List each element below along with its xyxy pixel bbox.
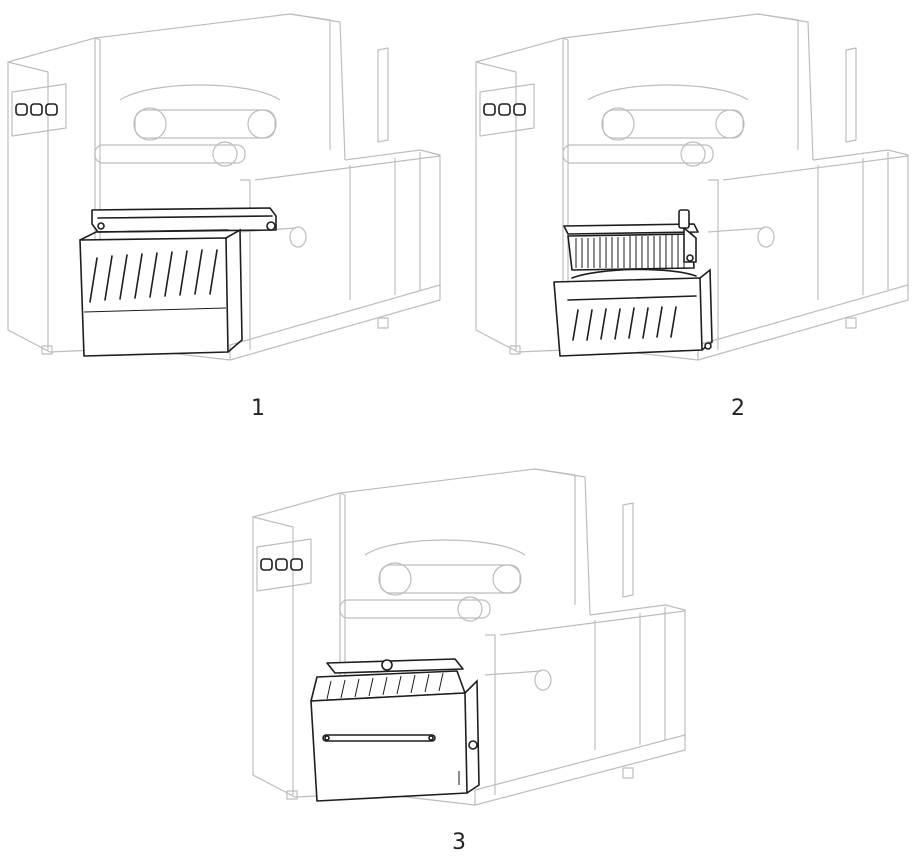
peel-option-highlight <box>79 207 277 357</box>
printer-illustration-1 <box>0 0 450 370</box>
callout-2: 2 <box>731 396 745 421</box>
callout-3: 3 <box>452 830 466 855</box>
printer-body-ghost <box>475 13 909 361</box>
callout-1: 1 <box>251 396 265 421</box>
printer-illustration-3 <box>245 455 695 825</box>
printer-illustration-2 <box>468 0 918 370</box>
cutter-option-highlight <box>310 658 480 802</box>
rewind-option-highlight <box>553 209 713 357</box>
printer-body-ghost <box>7 13 441 361</box>
